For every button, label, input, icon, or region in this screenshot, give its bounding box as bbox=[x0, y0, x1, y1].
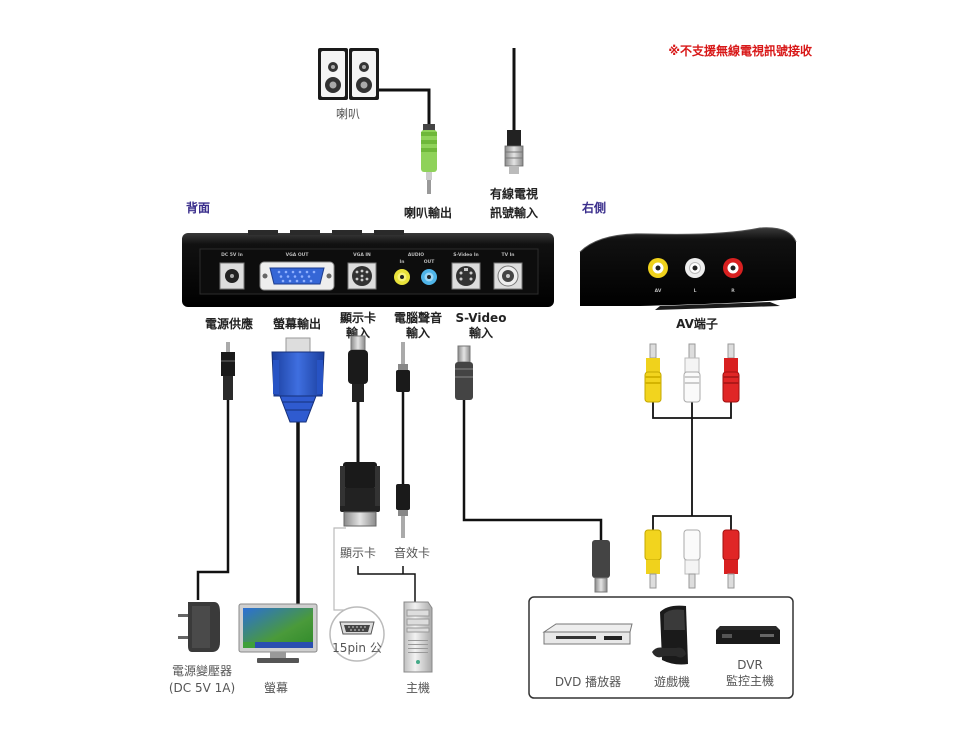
power-cable bbox=[196, 400, 230, 600]
cable-tv-label-line2: 訊號輸入 bbox=[490, 205, 538, 220]
av-left-jack-icon bbox=[685, 258, 705, 278]
svideo-in-port-icon bbox=[451, 262, 481, 290]
vga-in-port-icon bbox=[347, 262, 377, 290]
av-video-jack-icon bbox=[648, 258, 668, 278]
av-terminal-label: AV端子 bbox=[676, 316, 718, 331]
cable-tv-label-line1: 有線電視 bbox=[490, 186, 538, 201]
port-label-audio: AUDIO bbox=[408, 252, 424, 258]
svideo-plug-icon bbox=[455, 345, 473, 400]
pc-audio-label-line2: 輸入 bbox=[406, 325, 430, 340]
port-label-dc: DC 5V In bbox=[221, 252, 243, 258]
speaker-cable bbox=[379, 88, 431, 128]
graphics-card-label: 顯示卡 bbox=[340, 546, 376, 560]
port-label-vga-out: VGA OUT bbox=[286, 252, 310, 258]
vga-15pin-male-icon bbox=[329, 606, 385, 662]
right-side-panel: AV L R bbox=[579, 227, 797, 310]
section-back-title: 背面 bbox=[186, 200, 210, 215]
adapter-label-line1: 電源變壓器 bbox=[172, 663, 232, 678]
speakers-label: 喇叭 bbox=[336, 106, 360, 121]
svideo-label-line2: 輸入 bbox=[469, 325, 493, 340]
pc-tower-icon bbox=[403, 601, 433, 673]
dvd-label: DVD 播放器 bbox=[555, 674, 621, 689]
dvr-label-line2: 監控主機 bbox=[726, 673, 774, 688]
adapter-label-line2: (DC 5V 1A) bbox=[169, 681, 235, 695]
section-right-title: 右側 bbox=[581, 200, 606, 215]
soundcard-plug-icon bbox=[396, 484, 410, 538]
port-label-svideo: S-Video In bbox=[453, 252, 479, 258]
db15-plug-icon bbox=[340, 462, 380, 527]
vga-in-plug-icon bbox=[348, 335, 368, 402]
tv-note: ※不支援無線電視訊號接收 bbox=[668, 43, 812, 58]
svideo-plug-bottom-icon bbox=[592, 540, 610, 593]
audio-out-jack-icon bbox=[421, 269, 437, 285]
port-label-audio-out: OUT bbox=[424, 259, 435, 265]
vga-15pin-label: 15pin 公 bbox=[332, 641, 382, 655]
port-label-tvin: TV In bbox=[502, 252, 515, 258]
tv-in-port-icon bbox=[493, 262, 523, 290]
vga-in-label-line1: 顯示卡 bbox=[340, 310, 376, 325]
av-cable bbox=[652, 402, 732, 530]
svideo-label-line1: S-Video bbox=[456, 311, 507, 325]
rca-plugs-top-icon bbox=[644, 343, 740, 403]
power-adapter-icon bbox=[178, 602, 220, 652]
vga-15pin-callout bbox=[333, 527, 348, 611]
pc-audio-label-line1: 電腦聲音 bbox=[394, 310, 442, 325]
speakers-icon bbox=[318, 48, 379, 100]
back-panel: DC 5V In VGA OUT VGA IN AUDIO In OUT S-V… bbox=[182, 230, 554, 307]
console-label: 遊戲機 bbox=[654, 674, 690, 689]
jack-mark-av: AV bbox=[655, 288, 662, 294]
av-devices-box bbox=[528, 596, 794, 699]
rca-plugs-bottom-icon bbox=[644, 529, 740, 589]
dvd-player-icon bbox=[542, 623, 633, 645]
audio-in-jack-icon bbox=[394, 269, 410, 285]
svideo-cable bbox=[462, 400, 603, 540]
audio-plug-green-icon bbox=[421, 124, 437, 194]
audio-plug-icon bbox=[396, 342, 410, 392]
dvr-icon bbox=[716, 626, 780, 644]
game-console-icon bbox=[652, 605, 688, 665]
card-to-pc-line bbox=[357, 566, 416, 602]
monitor-out-label: 螢幕輸出 bbox=[273, 316, 321, 331]
speaker-out-label: 喇叭輸出 bbox=[404, 205, 452, 220]
coax-plug-icon bbox=[504, 130, 524, 174]
vga-plug-blue-icon bbox=[271, 337, 325, 423]
monitor-icon bbox=[238, 603, 318, 663]
sound-card-label: 音效卡 bbox=[394, 545, 430, 560]
power-label: 電源供應 bbox=[205, 316, 253, 331]
av-right-jack-icon bbox=[723, 258, 743, 278]
jack-mark-r: R bbox=[731, 288, 735, 294]
dc-jack-icon bbox=[219, 262, 245, 290]
vga-out-port-icon bbox=[259, 261, 335, 291]
monitor-label: 螢幕 bbox=[264, 681, 288, 695]
dc-plug-icon bbox=[221, 342, 235, 400]
jack-mark-l: L bbox=[694, 288, 697, 294]
pc-label: 主機 bbox=[406, 680, 430, 695]
port-label-audio-in: In bbox=[400, 259, 405, 265]
dvr-label-line1: DVR bbox=[737, 658, 763, 672]
port-label-vga-in: VGA IN bbox=[353, 252, 371, 258]
